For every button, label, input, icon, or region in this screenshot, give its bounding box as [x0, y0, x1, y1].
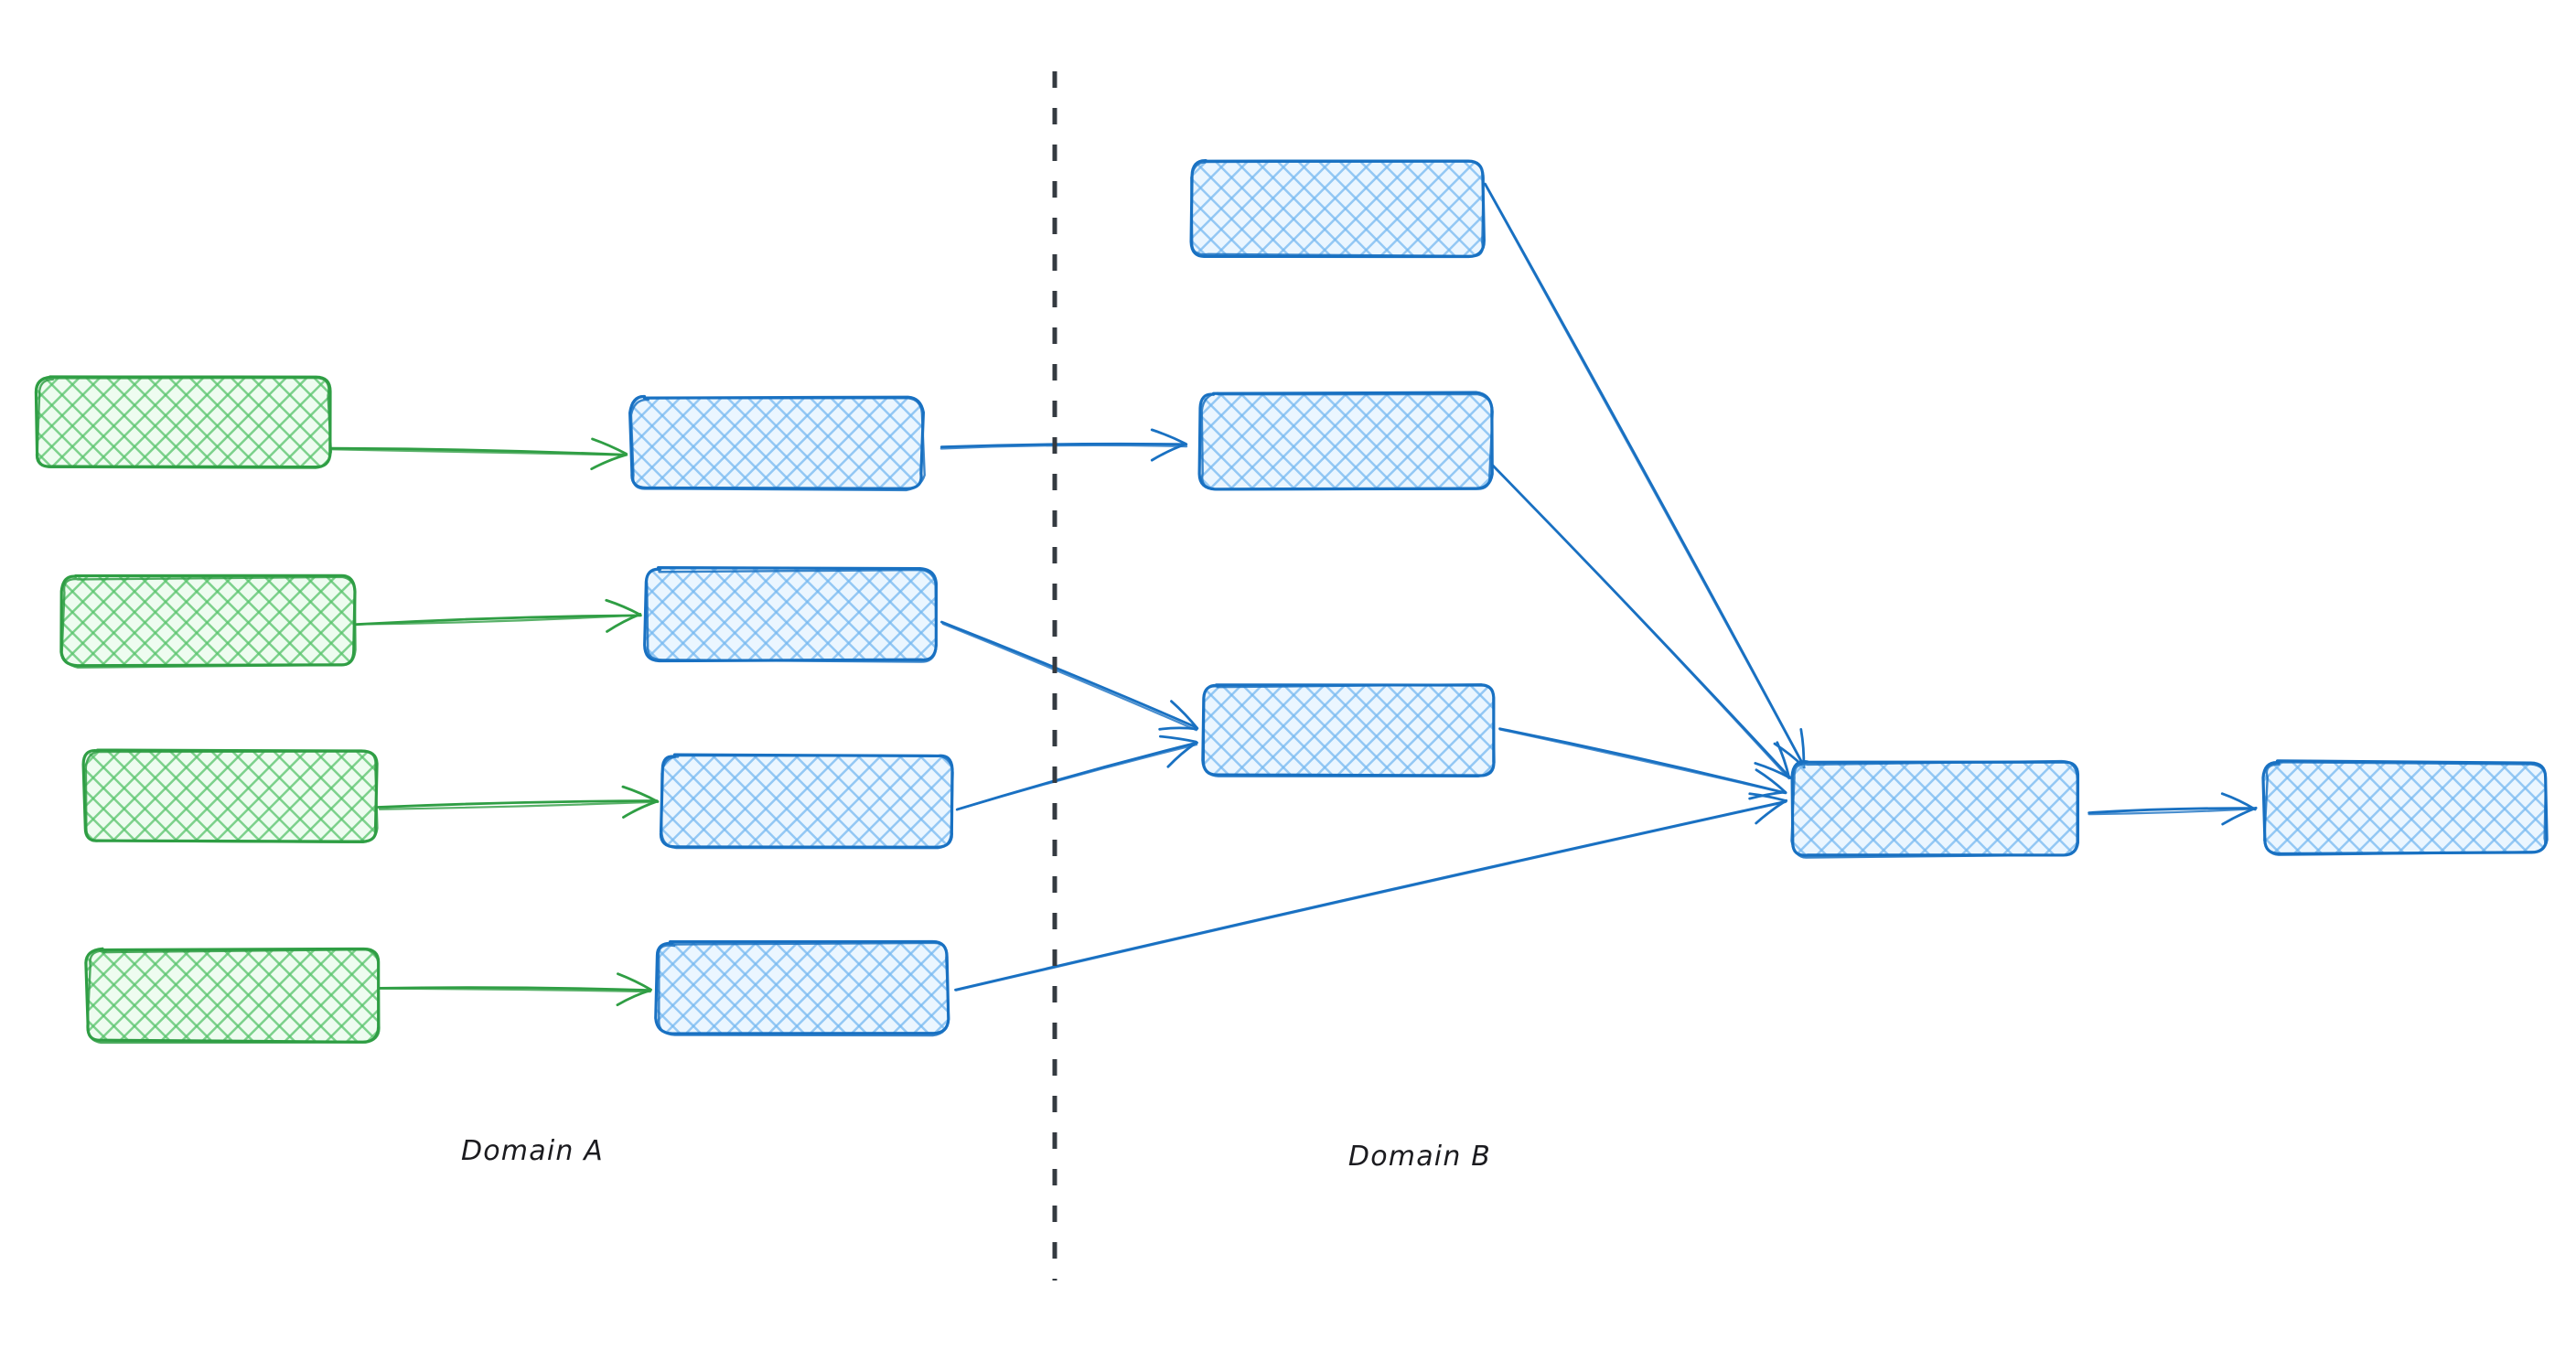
- arrowhead-barb: [1150, 428, 1187, 445]
- node-b-mid[interactable]: [1197, 391, 1494, 491]
- arrowhead-barb: [605, 598, 641, 616]
- node-a-src-1[interactable]: [34, 375, 333, 469]
- edge-stroke-secondary: [941, 622, 1197, 732]
- label-layer: Domain A Domain B: [461, 1135, 1491, 1173]
- edge-stroke: [940, 620, 1198, 729]
- arrowhead-barb: [622, 799, 659, 819]
- node-outline-secondary: [36, 376, 333, 469]
- node-a-mid-2[interactable]: [643, 566, 939, 663]
- node-a-src-4[interactable]: [84, 947, 381, 1045]
- arrowhead-barb: [1754, 762, 1792, 779]
- node-outline-secondary: [629, 396, 926, 492]
- edge-stroke: [939, 442, 1188, 448]
- node-b-hub[interactable]: [1790, 759, 2080, 859]
- edge-e10[interactable]: [1491, 464, 1792, 780]
- arrowhead-barb: [1158, 726, 1198, 731]
- node-a-src-3[interactable]: [81, 748, 379, 844]
- node-fill-hatch: [2264, 762, 2546, 853]
- node-fill-hatch: [1203, 684, 1494, 776]
- edge-e11[interactable]: [1498, 727, 1787, 800]
- node-outline-secondary: [1790, 759, 2078, 859]
- edge-stroke-secondary: [955, 743, 1198, 811]
- arrowhead-barb: [591, 437, 628, 456]
- node-outline-secondary: [1202, 683, 1496, 777]
- domain-b-label: Domain B: [1348, 1141, 1491, 1173]
- arrowhead-barb: [606, 613, 642, 633]
- arrowhead-barb: [1158, 734, 1197, 744]
- edge-stroke-secondary: [1498, 728, 1787, 795]
- node-outline-secondary: [657, 941, 950, 1037]
- edge-stroke-secondary: [2088, 808, 2257, 816]
- arrowhead-barb: [616, 989, 652, 1007]
- node-layer: [34, 158, 2549, 1045]
- arrowhead-barb: [1150, 443, 1187, 462]
- node-a-mid-3[interactable]: [659, 753, 954, 850]
- node-outline-secondary: [86, 948, 381, 1045]
- node-fill-hatch: [1200, 393, 1491, 488]
- node-fill-hatch: [657, 942, 948, 1034]
- edge-layer: [328, 182, 2258, 1007]
- edge-stroke: [377, 986, 652, 991]
- node-outline-secondary: [660, 754, 954, 850]
- edge-e8[interactable]: [954, 792, 1788, 991]
- arrowhead-barb: [1755, 768, 1787, 794]
- edge-stroke: [2088, 807, 2258, 814]
- edge-stroke-secondary: [939, 444, 1188, 450]
- arrowhead-barb: [1748, 790, 1787, 800]
- node-fill-hatch: [84, 750, 377, 841]
- node-fill-hatch: [645, 569, 936, 660]
- node-outline-secondary: [645, 567, 938, 663]
- node-outline-secondary: [84, 750, 379, 844]
- edge-stroke-secondary: [379, 987, 651, 993]
- node-b-out[interactable]: [2261, 759, 2549, 856]
- node-fill-hatch: [62, 576, 355, 666]
- node-a-mid-4[interactable]: [654, 939, 950, 1037]
- edge-stroke-secondary: [355, 614, 641, 626]
- node-outline-secondary: [1190, 160, 1485, 258]
- node-b-low[interactable]: [1201, 683, 1496, 777]
- arrowhead-barb: [1166, 742, 1197, 768]
- edge-e4[interactable]: [377, 972, 652, 1007]
- edge-stroke: [354, 614, 642, 627]
- edge-e3[interactable]: [376, 785, 660, 819]
- edge-stroke-secondary: [378, 800, 659, 810]
- arrowhead-barb: [621, 785, 660, 803]
- edge-stroke-secondary: [1492, 465, 1790, 780]
- node-outline-secondary: [2263, 761, 2548, 856]
- node-fill-hatch: [661, 756, 952, 847]
- edge-stroke-secondary: [1484, 184, 1806, 769]
- node-fill-hatch: [37, 378, 329, 467]
- edge-e7[interactable]: [955, 734, 1198, 811]
- node-a-src-2[interactable]: [59, 573, 357, 669]
- arrowhead-barb: [590, 453, 628, 471]
- node-b-top[interactable]: [1189, 158, 1486, 259]
- arrowhead-barb: [1748, 792, 1787, 802]
- arrowhead-barb: [1755, 799, 1788, 825]
- node-fill-hatch: [1191, 161, 1484, 256]
- edge-stroke: [376, 799, 659, 809]
- node-fill-hatch: [87, 949, 378, 1041]
- node-outline-secondary: [1200, 391, 1494, 491]
- edge-e1[interactable]: [328, 437, 628, 471]
- edge-stroke-secondary: [955, 800, 1787, 991]
- domain-a-label: Domain A: [461, 1135, 604, 1167]
- node-fill-hatch: [1792, 761, 2077, 856]
- node-fill-hatch: [631, 397, 922, 488]
- arrowhead-barb: [2220, 792, 2257, 811]
- edge-e6[interactable]: [940, 620, 1199, 732]
- node-outline-secondary: [60, 575, 357, 669]
- edge-e12[interactable]: [2088, 792, 2258, 826]
- edge-e9[interactable]: [1484, 182, 1806, 769]
- edge-stroke-secondary: [331, 448, 628, 456]
- edge-e2[interactable]: [354, 598, 642, 633]
- node-a-mid-1[interactable]: [628, 394, 926, 492]
- arrowhead-barb: [1170, 700, 1199, 730]
- edge-e5[interactable]: [939, 428, 1188, 462]
- arrowhead-barb: [617, 972, 652, 991]
- arrowhead-barb: [1776, 741, 1790, 778]
